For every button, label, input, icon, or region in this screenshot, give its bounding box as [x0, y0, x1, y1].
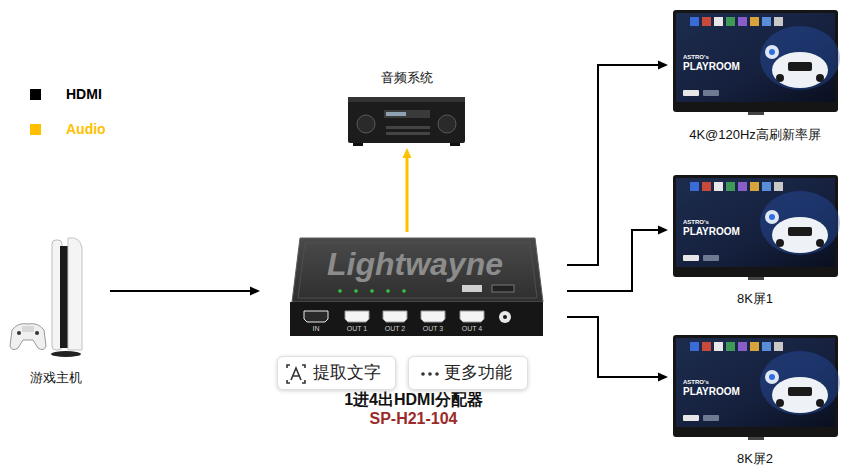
port-label: OUT 1 [347, 325, 368, 333]
node-label: 游戏主机 [30, 370, 82, 386]
arrowhead [403, 148, 412, 158]
monitor-illustration [673, 10, 840, 440]
screen-game-title: PLAYROOM [683, 61, 740, 73]
port-label: OUT 4 [462, 325, 483, 333]
monitor-illustration [673, 10, 840, 115]
popup-button-text: 更多功能 [444, 363, 512, 383]
connector-line [567, 65, 658, 265]
console-illustration [35, 331, 39, 335]
connector [567, 317, 668, 382]
console-illustration [17, 331, 21, 335]
console-illustration [22, 326, 34, 332]
arrowhead [658, 373, 668, 382]
more-icon [435, 372, 439, 376]
audio-receiver-illustration [386, 132, 430, 135]
audio-receiver-illustration [386, 126, 430, 129]
connector-line [567, 317, 658, 377]
splitter-illustration [462, 285, 482, 292]
connector [567, 226, 668, 292]
console-node: 游戏主机 [2, 232, 110, 388]
connector-line [406, 158, 409, 232]
brand-logo: Lightwayne [327, 245, 503, 283]
screen-game-text: ASTRO's [683, 54, 709, 61]
port-label: IN [313, 325, 320, 333]
port-label: OUT 3 [423, 325, 444, 333]
screen-game-title: PLAYROOM [683, 386, 740, 398]
node-label: 4K@120Hz高刷新率屏 [689, 127, 821, 143]
audio-receiver-illustration [348, 97, 465, 146]
splitter-illustration [298, 243, 537, 298]
text-extract-icon [287, 365, 305, 383]
splitter-illustration [370, 289, 374, 293]
audio-node: 音频系统 [345, 68, 468, 148]
arrowhead [658, 226, 668, 235]
display-node: 8K屏2 [668, 330, 842, 469]
more-icon [428, 372, 432, 376]
splitter-illustration [503, 315, 507, 319]
splitter-illustration [421, 311, 445, 322]
screen-game-title: PLAYROOM [683, 226, 740, 238]
connector-line [110, 290, 250, 292]
connector-line [567, 230, 658, 291]
audio-receiver-illustration [348, 97, 465, 143]
legend-item: Audio [30, 121, 106, 138]
console-illustration [51, 351, 81, 357]
node-sublabel: SP-H21-104 [369, 409, 457, 428]
audio-receiver-illustration [450, 143, 460, 146]
audio-receiver-illustration [438, 115, 456, 133]
splitter-illustration [499, 311, 511, 323]
node-label: 1进4出HDMI分配器 [344, 390, 483, 409]
connector [403, 148, 412, 232]
node-label: 音频系统 [381, 70, 433, 86]
legend-swatch [30, 124, 41, 135]
splitter-illustration [354, 289, 358, 293]
text-extract-icon [291, 368, 301, 380]
splitter-illustration [345, 311, 369, 322]
splitter-illustration [386, 289, 390, 293]
splitter-illustration [402, 289, 406, 293]
display-node: 4K@120Hz高刷新率屏 [668, 6, 842, 145]
node-label: 8K屏2 [737, 451, 773, 467]
monitor-illustration [673, 175, 840, 280]
legend-text: HDMI [66, 86, 102, 103]
screen-game-text: ASTRO's [683, 379, 709, 386]
audio-receiver-illustration [353, 143, 363, 146]
audio-receiver-illustration [357, 115, 375, 133]
arrowhead [658, 61, 668, 70]
audio-receiver-illustration [384, 110, 430, 118]
connector [110, 287, 260, 296]
splitter-illustration [290, 238, 543, 336]
splitter-illustration [460, 311, 484, 322]
port-label: OUT 2 [385, 325, 406, 333]
console-illustration [10, 238, 82, 357]
legend-swatch [30, 89, 41, 100]
splitter-illustration [492, 285, 514, 292]
connector [567, 61, 668, 266]
splitter-illustration [304, 311, 328, 322]
audio-receiver-illustration [386, 112, 406, 116]
console-illustration [68, 238, 82, 350]
console-illustration [10, 324, 46, 350]
more-icon [421, 372, 425, 376]
splitter-illustration [383, 311, 407, 322]
splitter-illustration [290, 302, 543, 336]
splitter-illustration [338, 289, 342, 293]
splitter-illustration [292, 238, 543, 302]
legend-item: HDMI [30, 86, 102, 103]
arrowhead [250, 287, 260, 296]
legend-text: Audio [66, 121, 106, 138]
audio-receiver-illustration [348, 97, 465, 102]
monitor-illustration [673, 335, 840, 440]
node-label: 8K屏1 [737, 291, 773, 307]
screen-game-text: ASTRO's [683, 219, 709, 226]
display-node: 8K屏1 [668, 170, 842, 309]
popup-button-text: 提取文字 [313, 363, 381, 383]
